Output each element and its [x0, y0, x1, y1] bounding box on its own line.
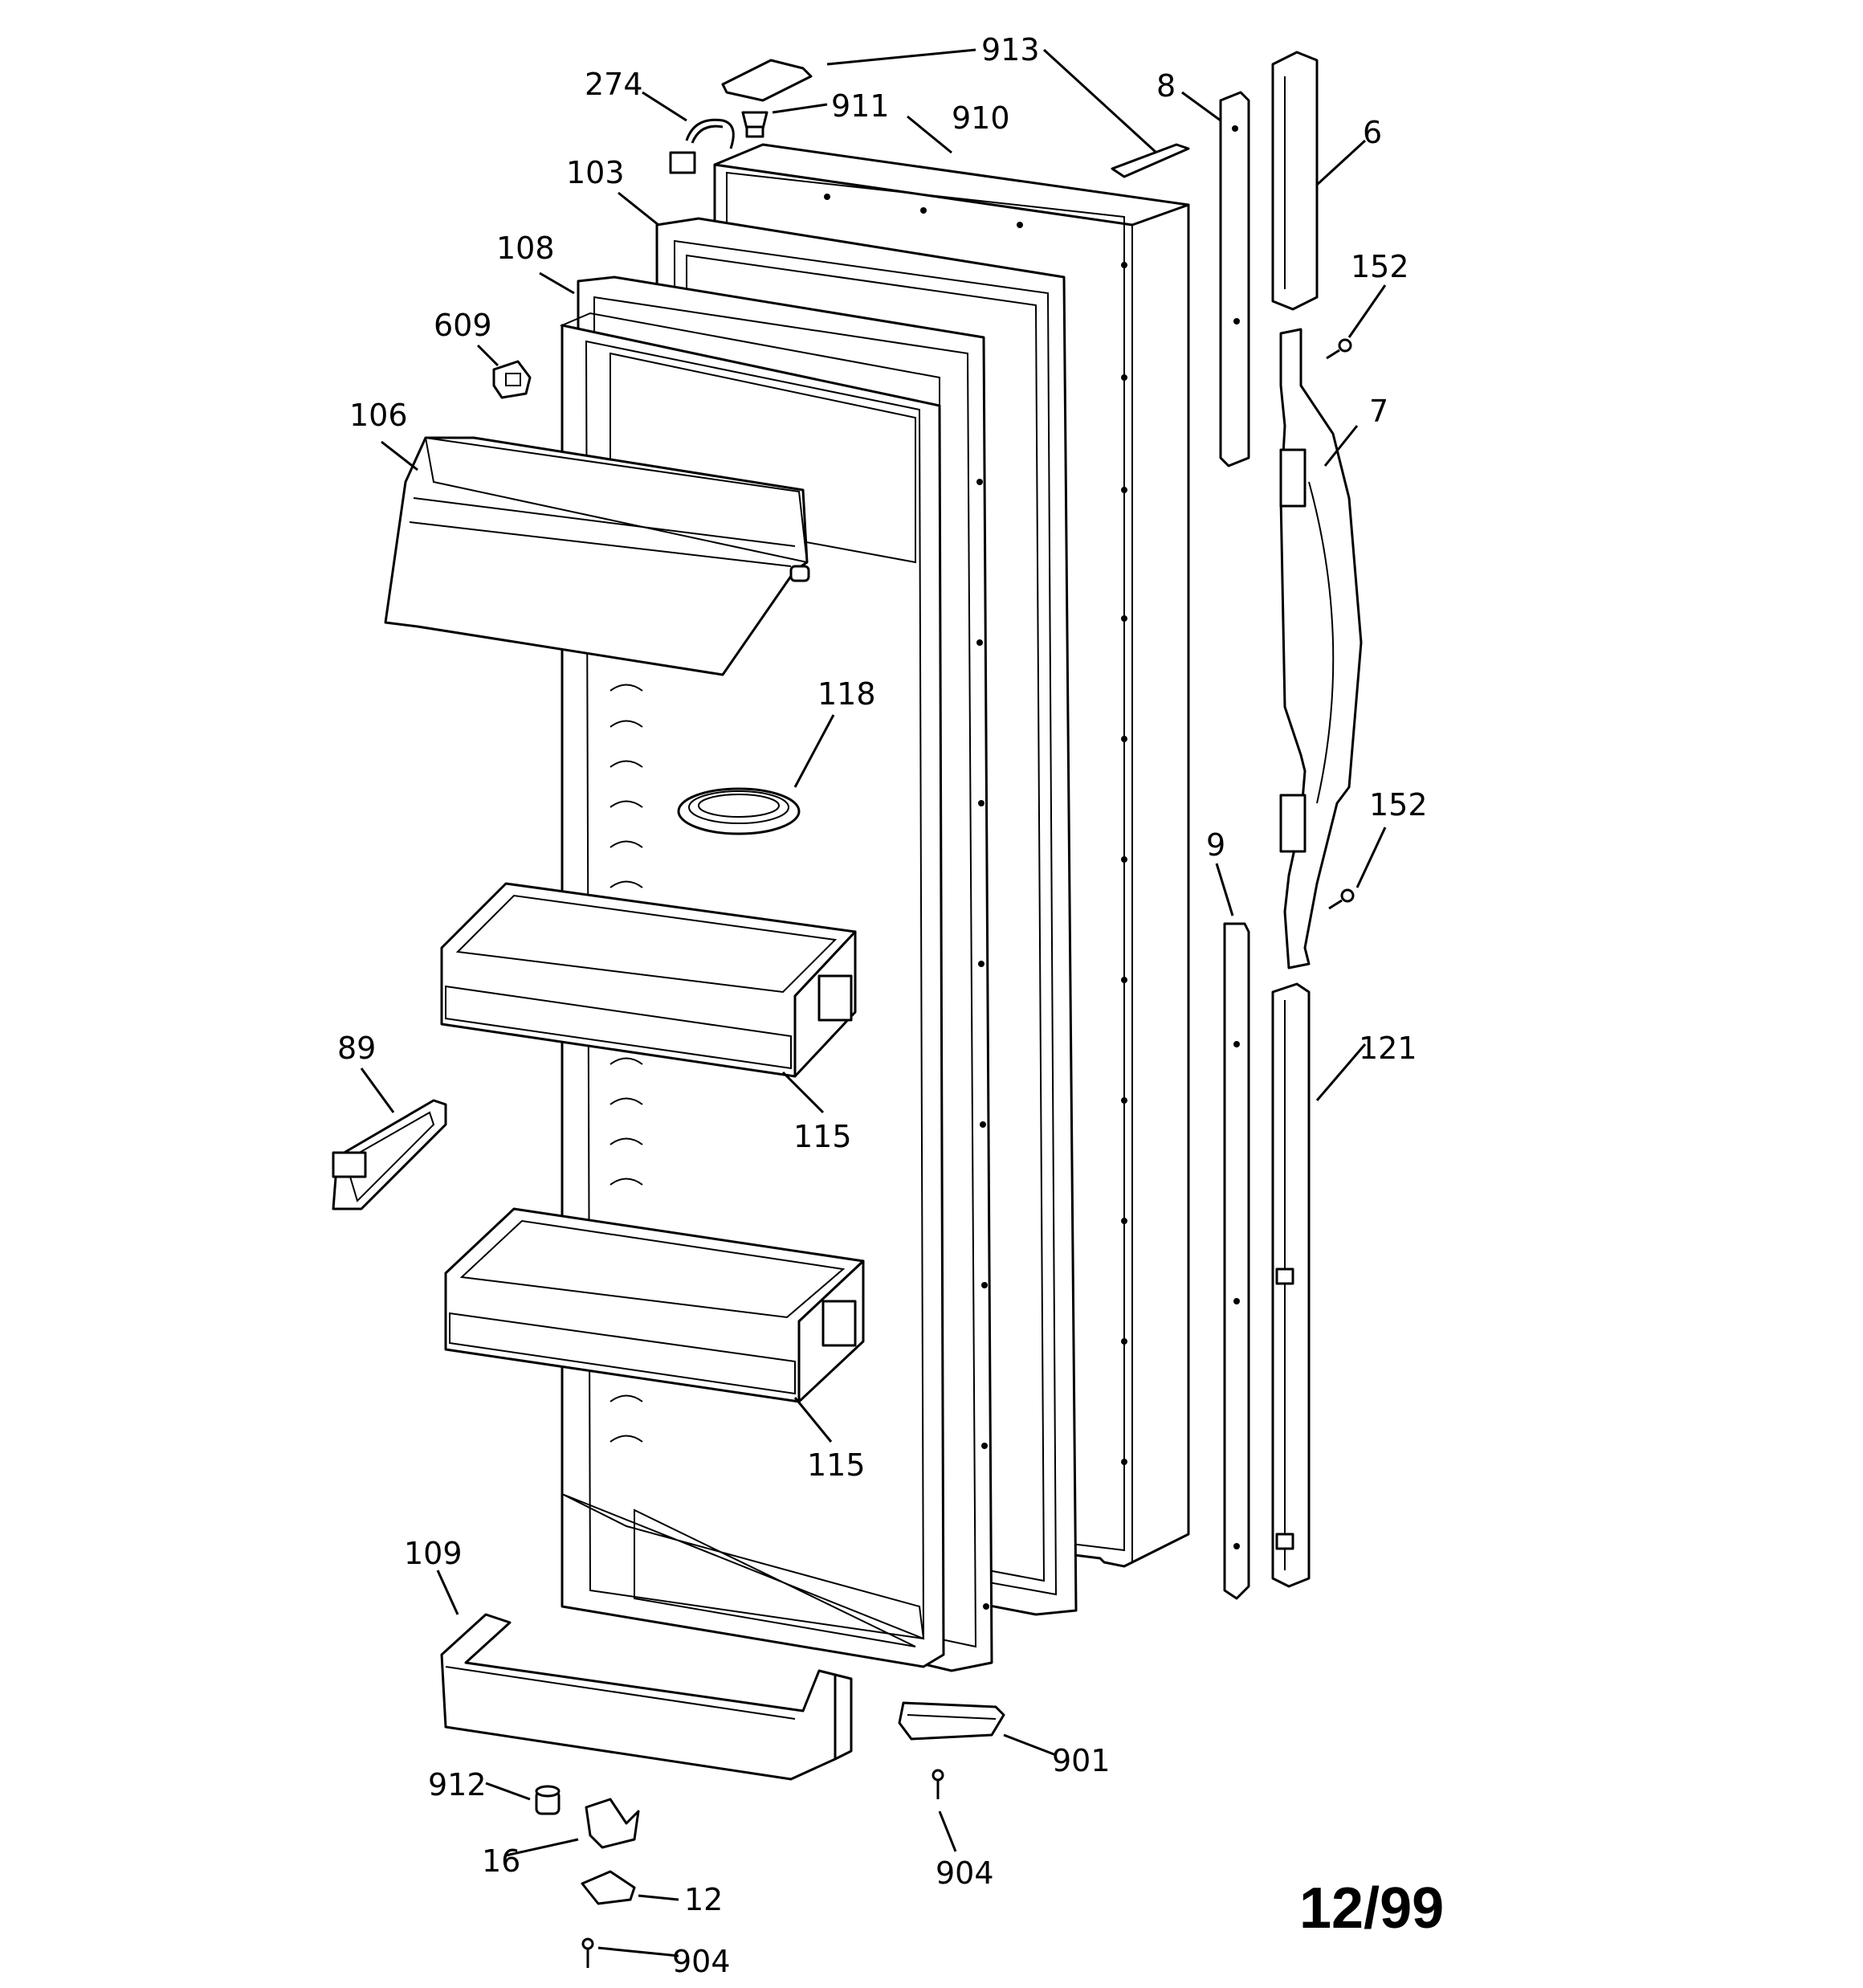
callout-7: 7 [1369, 394, 1388, 429]
callout-152-upper: 152 [1351, 249, 1409, 284]
top-shim-right [1111, 143, 1190, 178]
callout-904-upper: 904 [936, 1855, 994, 1891]
wire-harness [669, 118, 735, 174]
callout-904-lower: 904 [672, 1944, 731, 1979]
door-bin-upper [440, 882, 857, 1078]
callout-115-lower: 115 [807, 1447, 866, 1483]
callout-152-lower: 152 [1369, 787, 1428, 823]
callout-6: 6 [1363, 115, 1382, 150]
callout-609: 609 [434, 308, 492, 343]
callout-89: 89 [337, 1031, 376, 1066]
top-shim [721, 59, 813, 102]
trim-strip-9 [1223, 922, 1250, 1600]
callout-108: 108 [496, 231, 555, 266]
callout-910: 910 [952, 100, 1010, 136]
callout-911: 911 [831, 88, 890, 124]
trim-strip-8 [1219, 91, 1250, 467]
callout-115-upper: 115 [793, 1119, 852, 1154]
egg-tray [677, 787, 801, 835]
switch [492, 360, 532, 399]
callout-labels: 913 274 911 910 8 6 103 152 108 609 7 10… [337, 32, 1428, 1979]
bottom-bin [440, 1613, 853, 1781]
leader-lines [360, 48, 1387, 1957]
callout-103: 103 [566, 155, 625, 190]
callout-109: 109 [404, 1536, 463, 1571]
screw-152-upper [1326, 338, 1352, 360]
callout-12: 12 [684, 1882, 723, 1917]
callout-912: 912 [428, 1767, 487, 1802]
callout-121: 121 [1359, 1031, 1417, 1066]
door-bin-lower [444, 1207, 865, 1403]
callout-901: 901 [1052, 1743, 1111, 1778]
dairy-compartment-door [384, 436, 810, 676]
handle-cap-6 [1271, 51, 1319, 311]
callout-913: 913 [981, 32, 1040, 67]
callout-9: 9 [1206, 827, 1225, 863]
shelf-ribs [609, 684, 643, 1443]
hinge-plug [535, 1785, 561, 1815]
screw-904-a [932, 1769, 944, 1799]
date-stamp: 12/99 [1299, 1876, 1444, 1941]
screw-152-lower [1328, 888, 1355, 910]
screw-904-b [581, 1937, 594, 1968]
bottle-retainer [332, 1099, 447, 1210]
door-stop [898, 1701, 1005, 1741]
callout-106: 106 [349, 398, 408, 433]
handle-cap-121 [1271, 982, 1311, 1588]
plug-button [741, 111, 768, 138]
callout-274: 274 [585, 67, 643, 102]
callout-16: 16 [482, 1843, 520, 1879]
handle-7 [1279, 328, 1363, 970]
callout-8: 8 [1156, 68, 1176, 104]
hinge-bearing [585, 1798, 640, 1849]
hinge-plate [581, 1870, 636, 1905]
callout-118: 118 [817, 676, 876, 712]
